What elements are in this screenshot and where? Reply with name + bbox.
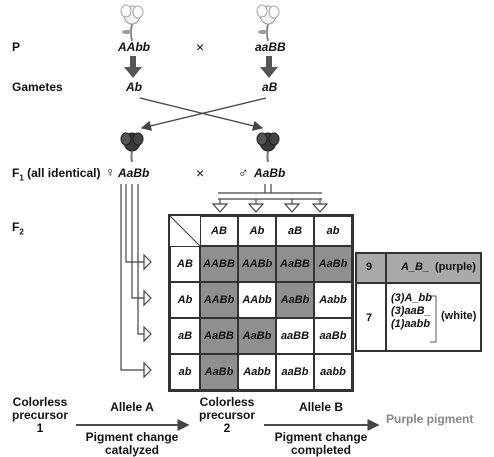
punnett-cell: AaBb — [314, 246, 352, 282]
punnett-cell: AaBb — [276, 282, 314, 318]
punnett-cell: aabb — [314, 354, 352, 390]
purple-pigment-label: Purple pigment — [386, 412, 474, 426]
down-arrow-right — [260, 56, 278, 78]
step2-action: Pigment change completed — [274, 430, 368, 457]
purple-flower-icon — [256, 132, 280, 163]
parent-right-genotype: aaBB — [255, 40, 286, 54]
punnett-cell: Aabb — [314, 282, 352, 318]
down-arrow-left — [124, 56, 142, 78]
purple-row — [357, 254, 480, 284]
f1-male-genotype: AaBb — [254, 166, 286, 180]
punnett-square: AB Ab aB ab AB AABB AABb AaBB AaBb Ab AA… — [168, 214, 354, 392]
cross-arrow — [140, 97, 267, 131]
cross-symbol: × — [196, 165, 205, 181]
cross-symbol: × — [196, 39, 205, 55]
female-symbol: ♀ — [105, 164, 116, 180]
phenotype-ratio-table: 9 A_B_ (purple) 7 (3)A_bb (3)aaB_ (1)aab… — [355, 252, 482, 352]
precursor-2: Colorless precursor 2 — [198, 395, 256, 435]
row-header: aB — [170, 318, 200, 354]
gametes-label: Gametes — [12, 80, 63, 94]
gamete-right: aB — [262, 80, 278, 94]
punnett-cell: AaBb — [238, 318, 276, 354]
punnett-cell: AABB — [200, 246, 238, 282]
cross-arrow — [139, 97, 264, 131]
parent-generation-label: P — [12, 40, 21, 54]
column-header: aB — [276, 216, 314, 246]
purple-genotype: A_B_ — [401, 261, 430, 273]
punnett-cell: AABb — [200, 282, 238, 318]
punnett-corner — [170, 216, 200, 246]
row-header: ab — [170, 354, 200, 390]
parent-left-genotype: AAbb — [118, 40, 150, 54]
column-header: ab — [314, 216, 352, 246]
purple-count: 9 — [366, 261, 373, 273]
white-count: 7 — [366, 312, 373, 324]
punnett-cell: AaBb — [200, 354, 238, 390]
punnett-cell: AABb — [238, 246, 276, 282]
purple-label: (purple) — [435, 261, 476, 273]
punnett-cell: aaBb — [314, 318, 352, 354]
white-bracket — [430, 295, 437, 343]
punnett-cell: AaBB — [276, 246, 314, 282]
row-header: AB — [170, 246, 200, 282]
punnett-cell: AaBB — [200, 318, 238, 354]
punnett-cell: AAbb — [238, 282, 276, 318]
allele-b-label: Allele B — [298, 400, 343, 414]
f1-female-genotype: AaBb — [118, 166, 150, 180]
white-flower-icon — [256, 4, 280, 42]
white-genotypes: (3)A_bb (3)aaB_ (1)aabb — [391, 292, 432, 331]
punnett-cell: aaBb — [276, 354, 314, 390]
step1-action: Pigment change catalyzed — [85, 430, 179, 457]
purple-flower-icon — [120, 132, 144, 163]
precursor-1: Colorless precursor 1 — [11, 395, 69, 435]
punnett-cell: Aabb — [238, 354, 276, 390]
f2-label: F2 — [12, 220, 24, 237]
female-gamete-arrows — [120, 184, 152, 379]
male-gamete-arrows — [211, 184, 329, 213]
white-genotype-line: (1)aabb — [391, 318, 431, 330]
male-symbol: ♂ — [238, 164, 249, 180]
gamete-left: Ab — [126, 80, 142, 94]
column-header: Ab — [238, 216, 276, 246]
column-header: AB — [200, 216, 238, 246]
row-header: Ab — [170, 282, 200, 318]
punnett-cell: aaBB — [276, 318, 314, 354]
white-genotype-line: (3)A_bb — [391, 292, 432, 304]
white-flower-icon — [120, 4, 144, 42]
allele-a-label: Allele A — [110, 400, 154, 414]
f1-label: F1 (all identical) — [12, 166, 101, 183]
white-genotype-line: (3)aaB_ — [391, 305, 431, 317]
white-label: (white) — [441, 310, 477, 322]
punnett-corner-diagonal — [169, 215, 201, 247]
